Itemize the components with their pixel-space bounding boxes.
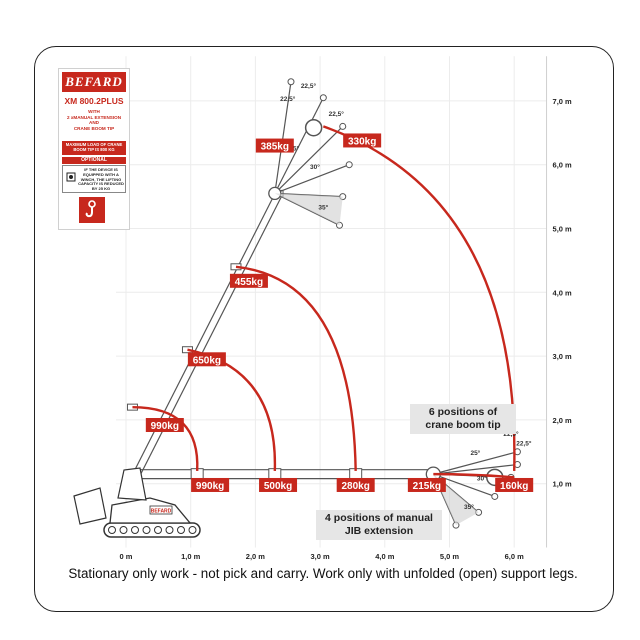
boom-tip-position [274, 97, 324, 194]
load-label: 455kg [235, 277, 263, 288]
x-tick-label: 4,0 m [375, 552, 395, 561]
track-wheel [108, 526, 116, 534]
load-label-box [229, 273, 268, 288]
angle-label: 22,5° [516, 439, 532, 447]
boom-tip-pulley [345, 161, 353, 169]
load-arc [322, 125, 516, 471]
optional-header: OPTIONAL [62, 157, 126, 164]
load-label: 280kg [342, 481, 370, 492]
y-tick-label: 2,0 m [553, 416, 573, 425]
max-load-box: MAXIMUM LOAD OF CRANE BOOM TIP IS 800 KG [62, 141, 126, 155]
configuration-text: WITH 2 xMANUAL EXTENSION AND CRANE BOOM … [66, 109, 122, 131]
track-wheel [131, 526, 139, 534]
y-tick-label: 1,0 m [553, 480, 573, 489]
load-label-box [259, 477, 298, 492]
y-tick-label: 4,0 m [553, 288, 573, 297]
load-label: 650kg [193, 355, 221, 366]
machine-badge [149, 505, 173, 515]
jib-tip-position [433, 451, 518, 475]
crane-hook-icon [79, 197, 105, 223]
machine-column [117, 467, 147, 501]
x-tick-label: 5,0 m [440, 552, 460, 561]
jib-extension-note: 4 positions of manual JIB extension [316, 510, 442, 540]
x-tick-label: 3,0 m [311, 552, 331, 561]
x-tick-label: 6,0 m [505, 552, 525, 561]
load-label: 330kg [348, 136, 376, 147]
boom-head [304, 118, 323, 137]
y-tick-label: 5,0 m [553, 225, 573, 234]
boom-tip-pulley [287, 78, 295, 86]
track-wheel [177, 526, 185, 534]
product-legend: BEFARD XM 800.2PLUS WITH 2 xMANUAL EXTEN… [58, 68, 130, 230]
load-label-box [145, 418, 184, 433]
load-label: 500kg [264, 481, 292, 492]
boom-tip-pulley [319, 94, 327, 102]
brand-logo: BEFARD [62, 72, 126, 92]
x-tick-label: 1,0 m [181, 552, 201, 561]
load-arc [132, 405, 199, 472]
track-wheel [188, 526, 197, 534]
load-label-box [187, 352, 226, 367]
angle-label: 25° [470, 449, 480, 457]
machine-track [103, 522, 201, 538]
load-label: 990kg [196, 481, 224, 492]
angle-label: 22,5° [329, 110, 345, 118]
load-labels: 385kg 330kg 455kg 650kg 990kg 990kg 500kg 280kg… [145, 133, 534, 492]
caption: Stationary only work - not pick and carr… [68, 566, 578, 581]
load-label-box [191, 477, 230, 492]
jib-tip-position [433, 463, 518, 475]
angle-labels: 22,5°22,5°22,5°25°30°35°22,5°22,5°25°30°… [280, 82, 532, 511]
boom-tip-position [274, 125, 344, 194]
x-tick-label: 0 m [120, 552, 133, 561]
tip-shadow [274, 193, 343, 226]
load-label-box [255, 138, 294, 153]
load-arc [235, 265, 357, 471]
angle-label: 35° [464, 503, 474, 511]
load-label: 215kg [413, 481, 441, 492]
track-wheel [119, 526, 128, 534]
model-name: XM 800.2PLUS [64, 96, 124, 106]
angle-label: 25° [289, 145, 299, 153]
load-label-box [343, 133, 382, 148]
boom-edge [135, 195, 283, 483]
jib-tip-position [433, 473, 495, 498]
load-arc [187, 348, 277, 471]
boom-tip-position [274, 164, 350, 194]
jib-tip-pulley [491, 492, 499, 500]
angle-label: 22,5° [280, 95, 296, 103]
y-tick-label: 6,0 m [553, 161, 573, 170]
load-label: 385kg [261, 142, 289, 153]
axis-ticks: 0 m 1,0 m 2,0 m 3,0 m 4,0 m 5,0 m 6,0 m 1,0 m 2,… [120, 97, 573, 561]
boom-tip-position [274, 81, 292, 194]
y-tick-label: 3,0 m [553, 352, 573, 361]
boom-edge [128, 193, 276, 481]
winch-icon [66, 172, 76, 182]
machine-label: BEFARD [151, 509, 172, 515]
angle-label: 30° [310, 163, 320, 171]
angle-label: 22,5° [301, 82, 317, 90]
boom-tip-pulley [339, 122, 347, 130]
support-leg [73, 487, 107, 525]
load-label-box [495, 477, 534, 492]
load-label-box [336, 477, 375, 492]
crane-tip-note: 6 positions of crane boom tip [410, 404, 516, 434]
angle-label: 30° [477, 475, 487, 483]
x-tick-label: 2,0 m [246, 552, 266, 561]
y-tick-label: 7,0 m [553, 97, 573, 106]
track-wheel [142, 526, 151, 534]
track-wheel [165, 526, 174, 534]
load-label: 990kg [151, 421, 179, 432]
load-label: 160kg [500, 481, 528, 492]
optional-note: IF THE DEVICE IS EQUIPPED WITH A WINCH, … [62, 165, 126, 193]
load-label-box [407, 477, 446, 492]
track-wheel [154, 526, 162, 534]
angle-label: 35° [318, 203, 328, 211]
load-arc [433, 472, 515, 479]
